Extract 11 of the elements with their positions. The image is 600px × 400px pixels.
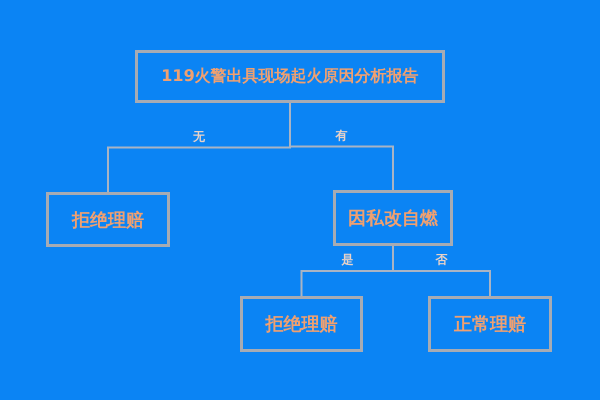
edge-label: 否 [436,252,448,268]
process-box: 119火警出具现场起火原因分析报告 [135,50,445,103]
connector-line [392,246,491,296]
process-box: 拒绝理赔 [240,296,363,352]
process-box: 因私改自燃 [333,190,453,246]
process-box: 拒绝理赔 [46,192,170,247]
edge-label: 是 [341,252,354,268]
connector-line [289,103,394,190]
edge-label: 有 [336,127,348,144]
edge-label: 无 [193,128,205,145]
process-box: 正常理赔 [428,296,552,352]
